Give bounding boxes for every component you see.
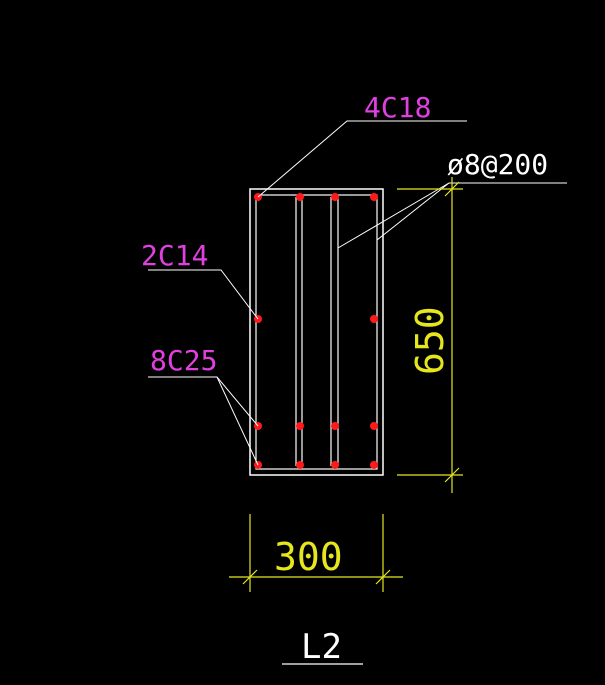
rebar-bottom	[331, 461, 339, 469]
leader-top-bars	[257, 120, 467, 198]
leader-bottom-bars	[148, 376, 259, 466]
rebar-bottom	[370, 461, 378, 469]
rebar-top	[370, 193, 378, 201]
dimension-width-label: 300	[274, 535, 343, 579]
section-outer-outline	[249, 188, 384, 476]
stirrup-outline	[255, 194, 378, 470]
label-top-bars: 4C18	[364, 91, 431, 124]
label-side-bars: 2C14	[141, 239, 208, 272]
rebar-top	[331, 193, 339, 201]
dimension-width	[229, 514, 403, 592]
leader-stirrups	[337, 182, 567, 249]
rebar-bottom	[370, 422, 378, 430]
dimension-height-label: 650	[408, 306, 452, 375]
rebar-bottom	[331, 422, 339, 430]
rebar-bottom	[296, 422, 304, 430]
rebar-top	[296, 193, 304, 201]
section-title: L2	[301, 627, 342, 667]
label-stirrups: ø8@200	[447, 148, 548, 181]
dimension-height	[397, 177, 463, 493]
rebar-bottom	[296, 461, 304, 469]
rebar-side	[370, 315, 378, 323]
leader-side-bars	[148, 269, 259, 320]
label-bottom-bars: 8C25	[150, 344, 217, 377]
